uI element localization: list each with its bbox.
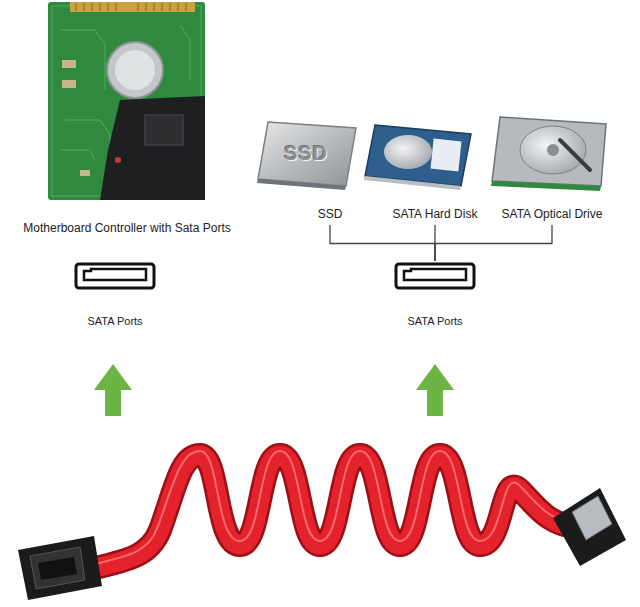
smd-part (62, 80, 76, 88)
port-slot (84, 269, 146, 280)
connector-opening (30, 547, 85, 589)
port-label: SATA Ports (383, 314, 487, 328)
device-name: SATA Hard Disk (391, 206, 480, 222)
led (115, 157, 121, 163)
hdd-platter (384, 135, 432, 169)
pcb-board (48, 2, 205, 200)
cable-connector-left (18, 536, 102, 600)
ssd-edge (257, 179, 346, 190)
chip (145, 115, 183, 145)
smd-part (62, 60, 76, 68)
arrow-head (94, 364, 132, 390)
cable-ribbon (95, 455, 565, 568)
embossed-label: SSD (284, 142, 328, 165)
optical-drive (491, 117, 606, 191)
sata-port: SATA Ports (383, 262, 487, 328)
hdd-sticker (431, 139, 462, 172)
drive-case (492, 117, 606, 186)
ssd-case (258, 122, 356, 186)
sata-port: SATA Ports (63, 262, 167, 328)
connector-slot (38, 557, 77, 580)
chip-area (100, 96, 205, 200)
smd-part (80, 170, 90, 176)
connector-body (18, 536, 102, 600)
drive-platter (520, 126, 586, 174)
device-name: SSD (316, 206, 345, 222)
hard-disk (364, 125, 471, 190)
connector-latch (572, 496, 612, 540)
arrow-shaft (427, 388, 443, 416)
ssd-drive (257, 122, 356, 190)
port-label: SATA Ports (63, 314, 167, 328)
gold-connector (70, 2, 195, 12)
coin-component (107, 42, 163, 98)
read-arm (560, 140, 590, 170)
coin-top (115, 50, 155, 90)
sata-port-icon (394, 262, 476, 290)
bracket-line (330, 225, 435, 261)
connector-pins (76, 3, 186, 11)
device-label: SATA Hard Disk (391, 206, 480, 222)
port-slot (404, 269, 466, 280)
device-name: Motherboard Controller with Sata Ports (21, 220, 233, 236)
connector-body (553, 488, 626, 566)
hdd-edge (364, 176, 461, 190)
cable-highlight (95, 451, 565, 564)
motherboard-pcb (48, 2, 205, 200)
cable-connector-right (553, 488, 626, 566)
sata-cable (95, 451, 565, 568)
port-outline (76, 264, 154, 288)
sata-port-icon (74, 262, 156, 290)
drive-board (491, 181, 601, 191)
device-label: Motherboard Controller with Sata Ports (21, 220, 233, 236)
cable-shadow (95, 455, 565, 568)
device-label: SSD (316, 206, 345, 222)
arrow-head (416, 364, 454, 390)
port-outline (396, 264, 474, 288)
bracket-line (435, 225, 552, 261)
device-name: SATA Optical Drive (500, 206, 605, 222)
spindle (547, 144, 559, 156)
device-label: SATA Optical Drive (500, 206, 605, 222)
arrow-shaft (105, 388, 121, 416)
hdd-case (365, 125, 471, 186)
up-arrows (94, 364, 454, 416)
